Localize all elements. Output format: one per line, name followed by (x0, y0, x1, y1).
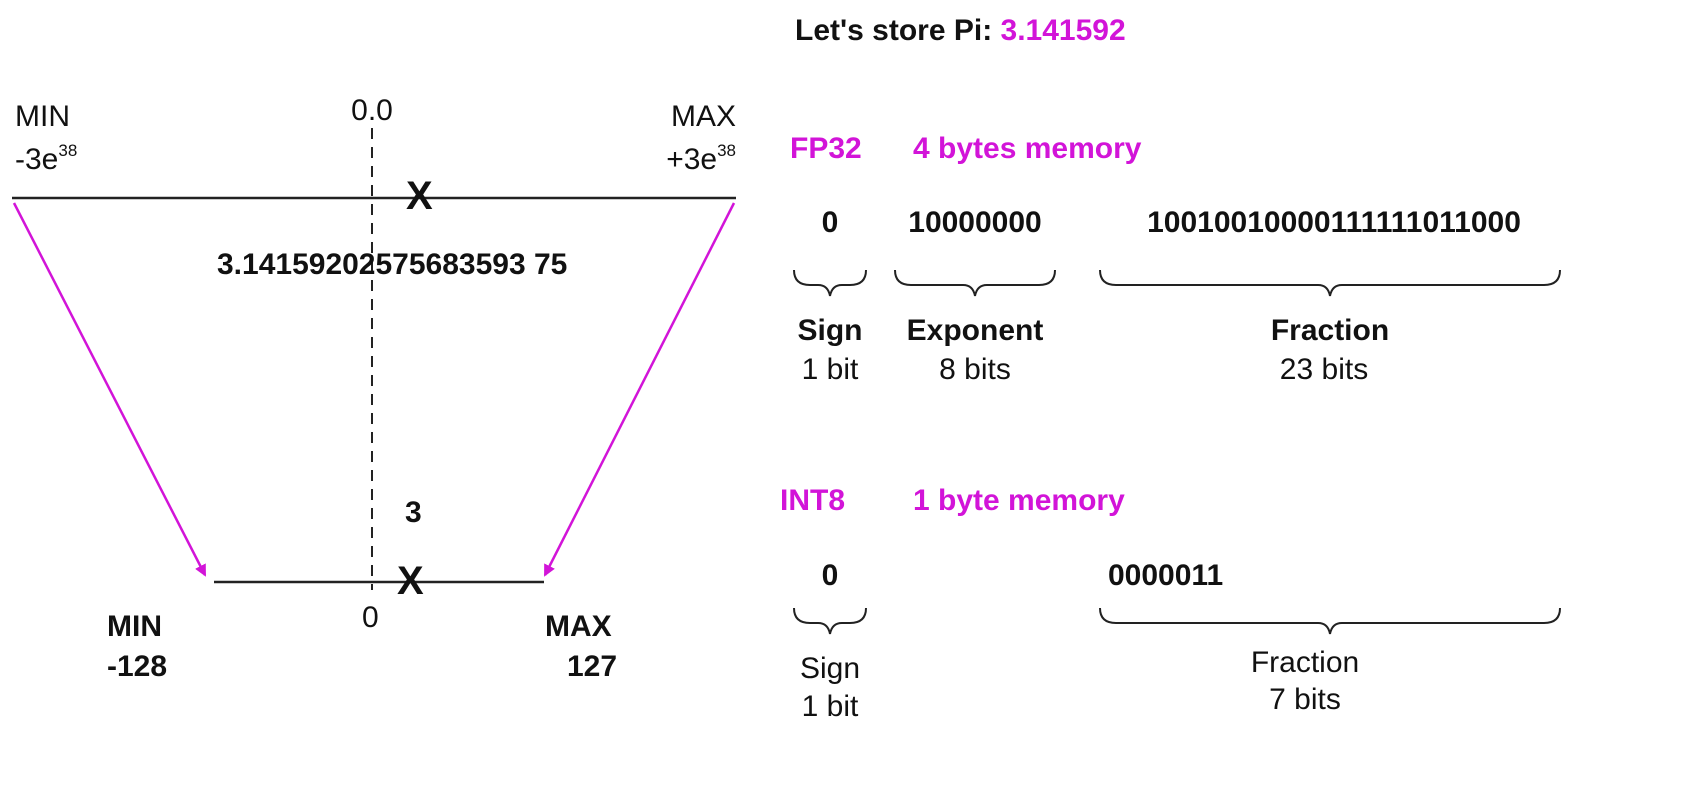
int8-max-value: 127 (567, 650, 618, 683)
fp32-stored-value: 3.14159202575683593 75 (217, 248, 568, 281)
fp32-fraction-title: Fraction (1270, 314, 1390, 347)
fp32-sign-size: 1 bit (801, 353, 859, 386)
int8-max-label: MAX (545, 610, 612, 643)
fp32-exponent-size: 8 bits (939, 353, 1011, 386)
fp32-exponent-title: Exponent (906, 314, 1044, 347)
fp32-max-value: +3e38 (666, 141, 736, 176)
fp32-min-value: -3e38 (15, 141, 78, 176)
min-mapping-arrow (12, 202, 207, 577)
fp32-exponent-bits: 10000000 (908, 206, 1042, 239)
fp32-sign-title: Sign (797, 314, 863, 347)
fp32-sign-brace (793, 269, 867, 297)
max-mapping-arrow (543, 202, 736, 577)
int8-fraction-brace (1099, 607, 1561, 635)
int8-pi-marker: X (397, 559, 424, 603)
fp32-zero-label: 0.0 (351, 94, 393, 127)
int8-min-label: MIN (107, 610, 162, 643)
fp32-sign-bits: 0 (821, 206, 839, 239)
int8-stored-value: 3 (405, 496, 422, 529)
int8-sign-bits: 0 (821, 559, 839, 592)
pi-value: 3.141592 (1000, 14, 1126, 47)
fp32-fraction-size: 23 bits (1279, 353, 1369, 386)
int8-fraction-bits: 0000011 (1108, 559, 1224, 592)
int8-min-value: -128 (107, 650, 168, 683)
fp32-fraction-bits: 10010010000111111011000 (1147, 206, 1521, 239)
fp32-fraction-brace (1099, 269, 1561, 297)
header-title: Let's store Pi: 3.141592 (795, 16, 1126, 46)
fp32-max-label: MAX (670, 100, 736, 133)
header-prefix: Let's store Pi: (795, 14, 993, 47)
fp32-min-label: MIN (15, 100, 70, 133)
int8-sign-size: 1 bit (801, 690, 859, 723)
int8-sign-brace (793, 607, 867, 635)
int8-memory-label: 1 byte memory (913, 484, 1125, 517)
int8-fraction-title: Fraction (1250, 646, 1360, 679)
int8-zero-label: 0 (362, 601, 379, 634)
fp32-memory-label: 4 bytes memory (913, 132, 1142, 165)
int8-type-label: INT8 (780, 484, 846, 517)
fp32-type-label: FP32 (790, 132, 862, 165)
fp32-pi-marker: X (406, 174, 433, 218)
fp32-exponent-brace (894, 269, 1056, 297)
int8-fraction-size: 7 bits (1269, 683, 1341, 716)
int8-sign-title: Sign (799, 652, 861, 685)
